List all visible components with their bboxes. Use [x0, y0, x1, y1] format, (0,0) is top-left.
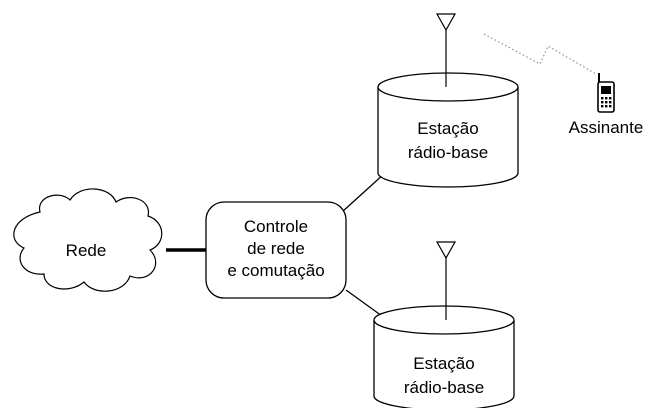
link-controller-top-station [341, 173, 385, 213]
controller-label-line-3: e comutação [227, 261, 324, 280]
base-station-bottom-label-line-1: Estação [413, 354, 474, 373]
network-cloud: Rede [13, 188, 163, 292]
mobile-phone-icon [597, 73, 615, 113]
base-station-top: Estação rádio-base [377, 72, 519, 188]
base-station-top-label-line-1: Estação [417, 119, 478, 138]
base-station-bottom: Estação rádio-base [373, 305, 515, 408]
antenna-icon-top [435, 13, 457, 87]
network-label: Rede [66, 241, 107, 260]
subscriber-label: Assinante [569, 118, 644, 137]
base-station-bottom-label-line-2: rádio-base [404, 378, 484, 397]
controller-label-line-1: Controle [244, 217, 308, 236]
radio-link-dotted [483, 33, 597, 75]
base-station-top-label-line-2: rádio-base [408, 143, 488, 162]
controller-box: Controle de rede e comutação [205, 201, 347, 299]
controller-label-line-2: de rede [247, 239, 305, 258]
antenna-icon-bottom [435, 241, 457, 320]
link-controller-bottom-station [345, 289, 383, 317]
